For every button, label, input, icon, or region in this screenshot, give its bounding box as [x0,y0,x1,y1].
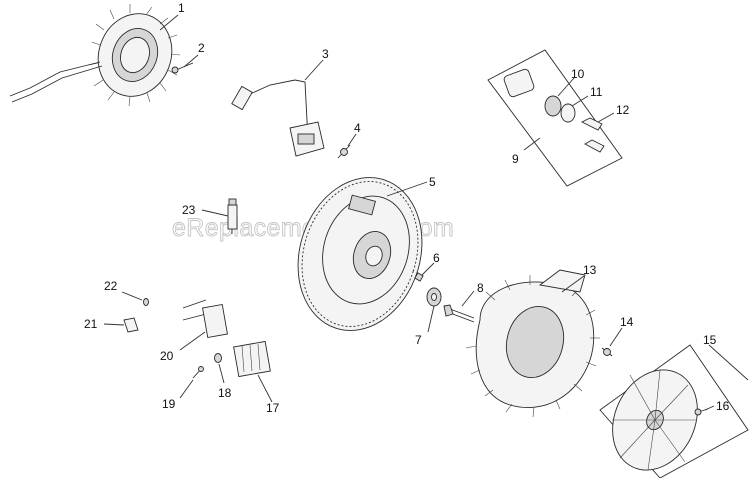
grass-screen-part[interactable] [597,344,749,478]
callout-16: 16 [716,399,730,413]
bracket-part[interactable] [123,317,139,333]
spark-plug-part[interactable] [227,198,238,234]
callout-9: 9 [512,152,519,166]
callout-14: 14 [620,315,634,329]
callout-7: 7 [415,333,422,347]
washer-part[interactable] [426,287,442,307]
ignition-coil-part[interactable] [231,79,325,157]
callout-15: 15 [703,333,717,347]
callout-labels: 1 2 3 4 5 6 7 8 9 10 11 12 13 14 15 16 1… [84,1,730,415]
callout-12: 12 [616,103,630,117]
regulator-screw-part[interactable] [192,366,204,379]
callout-8: 8 [477,281,484,295]
callout-17: 17 [266,401,280,415]
regulator-part[interactable] [233,340,271,378]
callout-4: 4 [354,121,361,135]
flywheel-bolt-part[interactable] [443,304,475,323]
ignition-switch-assembly[interactable] [487,49,623,187]
callout-2: 2 [198,41,205,55]
blower-housing-part[interactable] [465,269,600,418]
housing-screw-part[interactable] [601,347,613,357]
stator-part[interactable] [9,3,183,107]
callout-18: 18 [218,386,232,400]
screw-part[interactable] [171,62,194,74]
connector-part[interactable] [182,299,228,339]
bolt-part[interactable] [337,144,351,159]
small-washer-part[interactable] [214,353,222,363]
callout-20: 20 [160,349,174,363]
callout-22: 22 [104,279,118,293]
leader-lines [103,14,749,411]
callout-3: 3 [322,47,329,61]
callout-13: 13 [583,263,597,277]
callout-21: 21 [84,317,98,331]
flywheel-part[interactable] [279,161,441,346]
callout-11: 11 [590,85,603,99]
callout-19: 19 [162,397,176,411]
callout-5: 5 [429,175,436,189]
callout-10: 10 [571,67,585,81]
callout-6: 6 [433,251,440,265]
callout-23: 23 [182,203,196,217]
callout-1: 1 [178,1,185,15]
woodruff-key-part[interactable] [414,272,424,282]
bracket-washer-part[interactable] [143,298,149,306]
